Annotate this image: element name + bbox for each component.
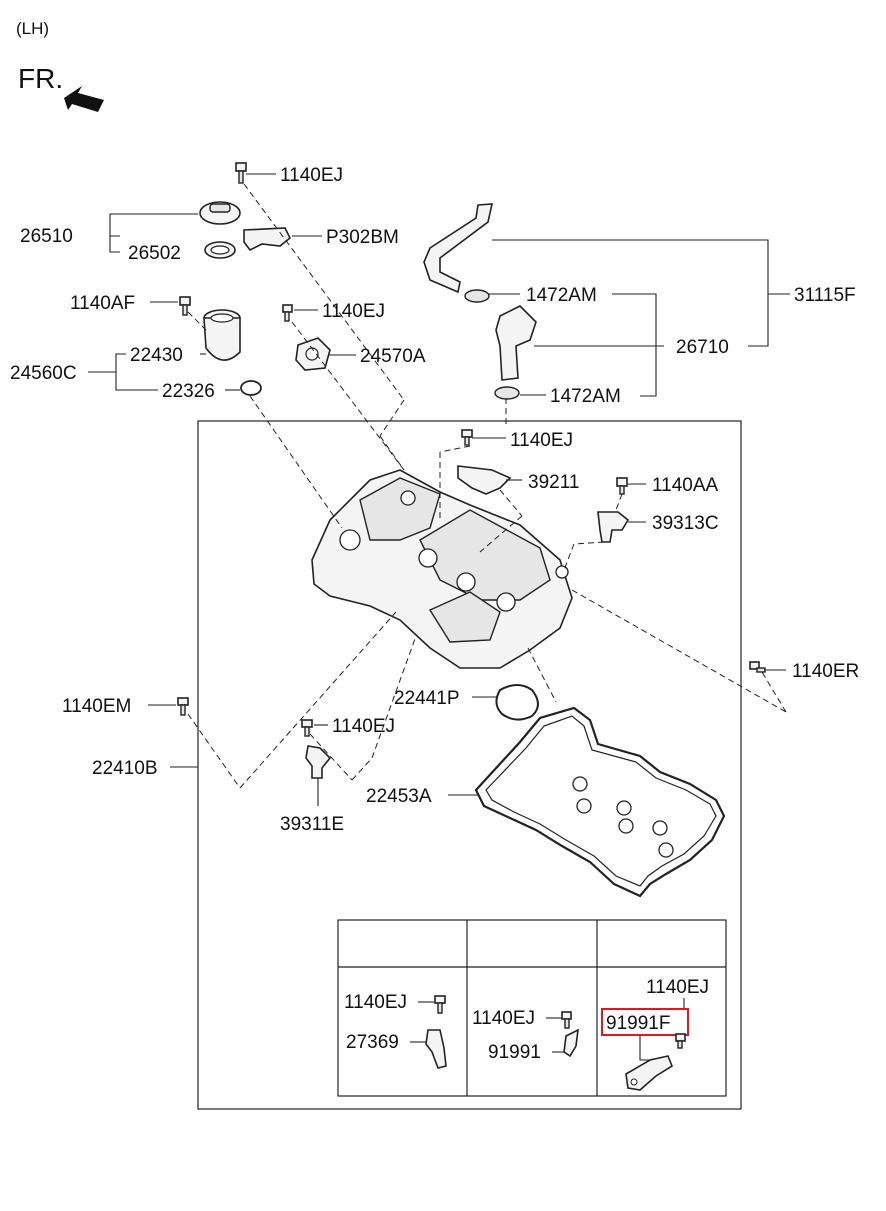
label-cap-seal: 26502 bbox=[128, 243, 181, 264]
label-bolt-cover: 1140EJ bbox=[510, 430, 573, 451]
label-bracket-top: P302BM bbox=[326, 227, 399, 248]
bolt-aa-icon bbox=[616, 477, 628, 495]
label-bolt-lower: 1140EJ bbox=[332, 716, 395, 737]
label-sensor-housing: 24570A bbox=[360, 346, 426, 367]
label-gasket-main: 22453A bbox=[366, 786, 432, 807]
bolt-er-icon bbox=[749, 661, 766, 673]
bolt-cover-icon bbox=[461, 429, 473, 446]
label-bracket-39211: 39211 bbox=[528, 472, 579, 493]
side-indicator: (LH) bbox=[16, 19, 49, 38]
label-hose-assy: 31115F bbox=[794, 285, 856, 306]
gasket-main-part bbox=[474, 706, 726, 898]
assembly-lines bbox=[187, 183, 787, 789]
bolt-af-icon bbox=[179, 296, 191, 316]
clamp-upper-part bbox=[464, 289, 490, 303]
front-direction-arrow-icon bbox=[64, 86, 104, 112]
bracket-p302bm-part bbox=[243, 227, 292, 252]
cover-assembly-frame bbox=[197, 420, 742, 1110]
label-bolt-er: 1140ER bbox=[792, 661, 859, 682]
gasket-small-part bbox=[495, 684, 539, 721]
sensor-39313c-part bbox=[597, 511, 630, 543]
bolt-em-icon bbox=[177, 697, 189, 716]
table-col2-part: 91991 bbox=[488, 1042, 541, 1063]
gasket-inner-part bbox=[485, 715, 717, 887]
label-filler-neck: 22430 bbox=[130, 345, 183, 366]
table-col1-bolt: 1140EJ bbox=[344, 992, 407, 1013]
bolt-mid-icon bbox=[282, 304, 293, 322]
breather-hose-lower-part bbox=[495, 305, 537, 381]
bracket-39211-part bbox=[457, 465, 512, 495]
table-col3-bracket-part bbox=[625, 1055, 673, 1091]
label-gasket-small: 22441P bbox=[394, 688, 460, 709]
spark-plug-seals-part bbox=[572, 776, 674, 858]
table-col1-bracket-part bbox=[425, 1029, 447, 1069]
filler-neck-part bbox=[203, 309, 241, 361]
oring-part bbox=[240, 380, 262, 396]
sensor-housing-part bbox=[295, 337, 331, 371]
table-col2-bolt-icon bbox=[561, 1011, 572, 1029]
label-hose: 26710 bbox=[676, 337, 729, 358]
label-bolt-top: 1140EJ bbox=[280, 165, 343, 186]
filler-cap-part bbox=[199, 201, 241, 225]
sensor-39311e-part bbox=[305, 745, 332, 779]
label-sensor-39311e: 39311E bbox=[280, 814, 344, 835]
leader-lines bbox=[88, 173, 790, 806]
table-col3-bolt: 1140EJ bbox=[646, 977, 709, 998]
label-bolt-af: 1140AF bbox=[70, 293, 135, 314]
bolt-lower-icon bbox=[301, 719, 313, 737]
table-col3-part: 91991F bbox=[606, 1013, 670, 1034]
table-col1-bolt-icon bbox=[434, 995, 446, 1014]
label-clamp-lower: 1472AM bbox=[550, 386, 621, 407]
label-bolt-em: 1140EM bbox=[62, 696, 131, 717]
label-oring: 22326 bbox=[162, 381, 215, 402]
breather-hose-upper-part bbox=[423, 203, 494, 294]
label-cover-assy: 22410B bbox=[92, 758, 158, 779]
highlight-box bbox=[601, 1008, 689, 1036]
label-sensor-39313c: 39313C bbox=[652, 513, 719, 534]
table-col3-bolt-icon bbox=[675, 1033, 686, 1049]
options-table: 1140EJ 27369 1140EJ 91991 1140EJ 91991F bbox=[337, 919, 727, 1097]
table-col1-part: 27369 bbox=[346, 1032, 399, 1053]
bolt-top-icon bbox=[235, 162, 247, 184]
label-bolt-mid: 1140EJ bbox=[322, 301, 385, 322]
table-col2-bolt: 1140EJ bbox=[472, 1008, 535, 1029]
cap-seal-part bbox=[204, 241, 236, 259]
front-label: FR. bbox=[18, 63, 63, 94]
valve-cover-part bbox=[311, 469, 573, 669]
label-filler-assy: 24560C bbox=[10, 363, 77, 384]
table-col2-bracket-part bbox=[563, 1028, 579, 1058]
label-clamp-upper: 1472AM bbox=[526, 285, 597, 306]
label-bolt-aa: 1140AA bbox=[652, 475, 719, 496]
label-cap-assy: 26510 bbox=[20, 226, 73, 247]
clamp-lower-part bbox=[494, 386, 520, 400]
